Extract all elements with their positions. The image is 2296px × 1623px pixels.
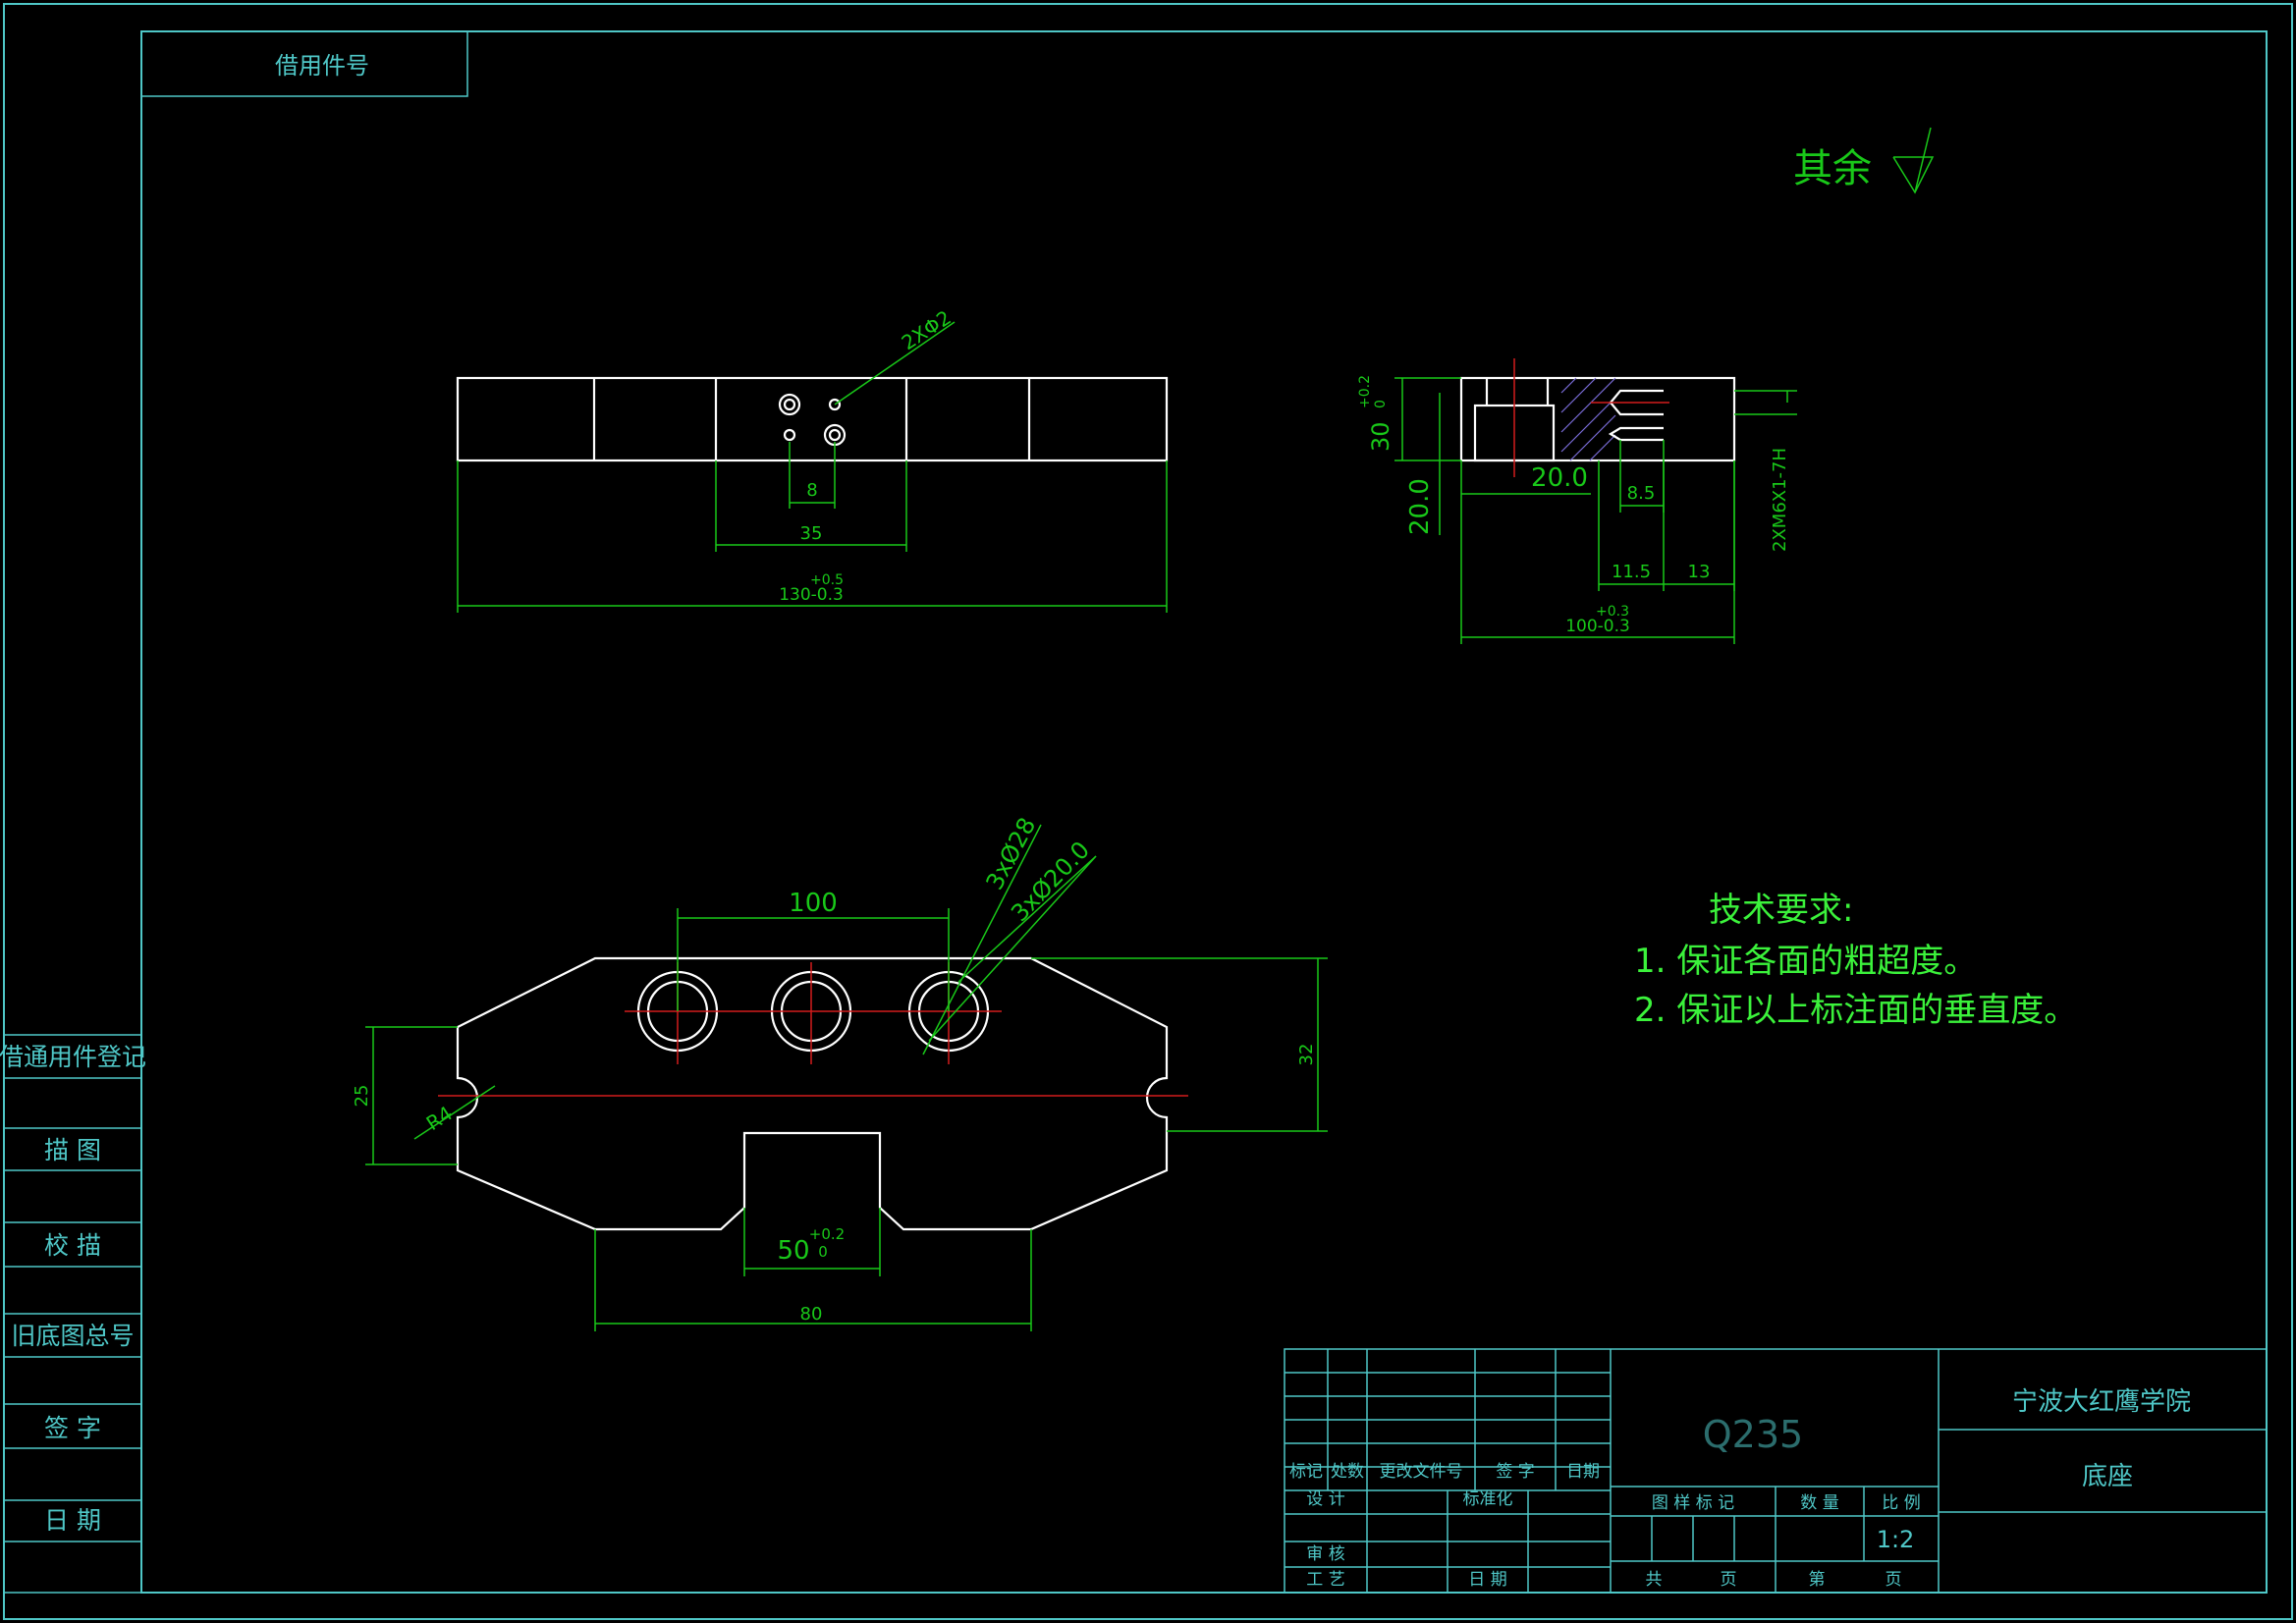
- header-cell: 标记: [1289, 1462, 1323, 1482]
- left-strip-item: 描 图: [44, 1136, 101, 1164]
- top-view: 2XΦ2 8 35 +0.5 130-0.3: [456, 305, 1169, 613]
- dim-80: 80: [800, 1304, 823, 1325]
- dim-8: 8: [806, 480, 817, 501]
- left-strip-item: 日 期: [44, 1506, 101, 1535]
- quantity-label: 数 量: [1800, 1493, 1838, 1513]
- dim-13: 13: [1688, 562, 1711, 582]
- standardization-label: 标准化: [1463, 1489, 1513, 1509]
- dim-130: 130-0.3: [779, 585, 844, 605]
- section-hatch: [1560, 377, 1616, 461]
- dim-30-tolerance: +0.2: [1357, 375, 1373, 408]
- design-label: 设 计: [1306, 1489, 1344, 1509]
- side-view: 30 +0.2 0 20.0 20.0 8.5 2XM6X1-7H 11.5 1…: [1357, 358, 1797, 644]
- title-block: 标记 处数 更改文件号 签 字 日期 设 计 标准化 审 核 工 艺 日 期 Q…: [1284, 1348, 2268, 1594]
- header-cell: 更改文件号: [1380, 1462, 1463, 1482]
- tech-requirements: 技术要求: 1. 保证各面的粗超度。 2. 保证以上标注面的垂直度。: [1634, 891, 2077, 1030]
- scale-value: 1:2: [1877, 1526, 1915, 1553]
- dim-30: 30: [1367, 421, 1394, 452]
- top-left-label-box: 借用件号: [140, 30, 468, 97]
- tech-requirement-item: 1. 保证各面的粗超度。: [1634, 942, 1977, 981]
- hole-label: 2XΦ2: [898, 305, 956, 354]
- roughness-symbol-icon: [1892, 156, 1935, 194]
- header-cell: 签 字: [1496, 1462, 1534, 1482]
- dim-35: 35: [800, 523, 823, 544]
- tech-requirement-item: 2. 保证以上标注面的垂直度。: [1634, 991, 2077, 1030]
- left-strip-item: 借通用件登记: [0, 1043, 146, 1071]
- roughness-note-text: 其余: [1793, 146, 1872, 191]
- dim-25: 25: [352, 1085, 372, 1108]
- roughness-note: 其余: [1793, 127, 1935, 194]
- front-view: 100 3xØ28 3xØ20.0 32 25 R4 50 +0.2 0 80: [352, 813, 1328, 1331]
- material-label: Q235: [1703, 1413, 1803, 1456]
- review-label: 审 核: [1306, 1544, 1344, 1564]
- dim-20-left: 20.0: [1405, 478, 1435, 535]
- dim-32: 32: [1296, 1044, 1317, 1066]
- scale-label: 比 例: [1882, 1493, 1920, 1513]
- left-strip-item: 旧底图总号: [11, 1322, 134, 1350]
- process-label: 工 艺: [1306, 1570, 1344, 1590]
- dim-tolerance: +0.5: [810, 572, 844, 588]
- small-hole-icon: [778, 393, 801, 416]
- left-strip-item: 签 字: [44, 1414, 101, 1442]
- total-label: 共: [1646, 1570, 1663, 1590]
- outer-frame: [3, 3, 2293, 1620]
- top-view-outline: [456, 376, 1169, 462]
- thread-label: 2XM6X1-7H: [1770, 448, 1790, 552]
- dim-100: 100: [789, 889, 838, 918]
- dim-30-tolerance: 0: [1373, 400, 1389, 408]
- small-hole-icon: [783, 428, 796, 442]
- part-name: 底座: [2082, 1462, 2133, 1491]
- tech-requirements-title: 技术要求:: [1709, 891, 1853, 930]
- drawing-mark-label: 图 样 标 记: [1652, 1493, 1734, 1513]
- left-strip: 借通用件登记 描 图 校 描 旧底图总号 签 字 日 期: [0, 1034, 146, 1594]
- dim-tolerance: +0.3: [1596, 604, 1629, 620]
- dim-50-tolerance: 0: [818, 1243, 828, 1261]
- dim-50-tolerance: +0.2: [809, 1225, 845, 1243]
- dim-20-mid: 20.0: [1531, 463, 1588, 493]
- sheet-unit: 页: [1721, 1570, 1737, 1590]
- top-left-label: 借用件号: [275, 52, 369, 80]
- front-view-outline: [456, 956, 1169, 1231]
- dim-50: 50: [777, 1236, 809, 1266]
- dim-100: 100-0.3: [1565, 617, 1630, 636]
- sheet-no-label: 第: [1809, 1570, 1826, 1590]
- left-strip-item: 校 描: [44, 1231, 101, 1260]
- small-hole-icon: [828, 398, 842, 411]
- date-label: 日 期: [1468, 1570, 1506, 1590]
- header-cell: 日期: [1566, 1462, 1600, 1482]
- side-view-outline: [1459, 376, 1736, 462]
- sheet-unit: 页: [1886, 1570, 1902, 1590]
- school-name: 宁波大红鹰学院: [2012, 1387, 2191, 1417]
- dim-11-5: 11.5: [1612, 562, 1651, 582]
- dim-8-5: 8.5: [1627, 483, 1656, 504]
- header-cell: 处数: [1331, 1462, 1364, 1482]
